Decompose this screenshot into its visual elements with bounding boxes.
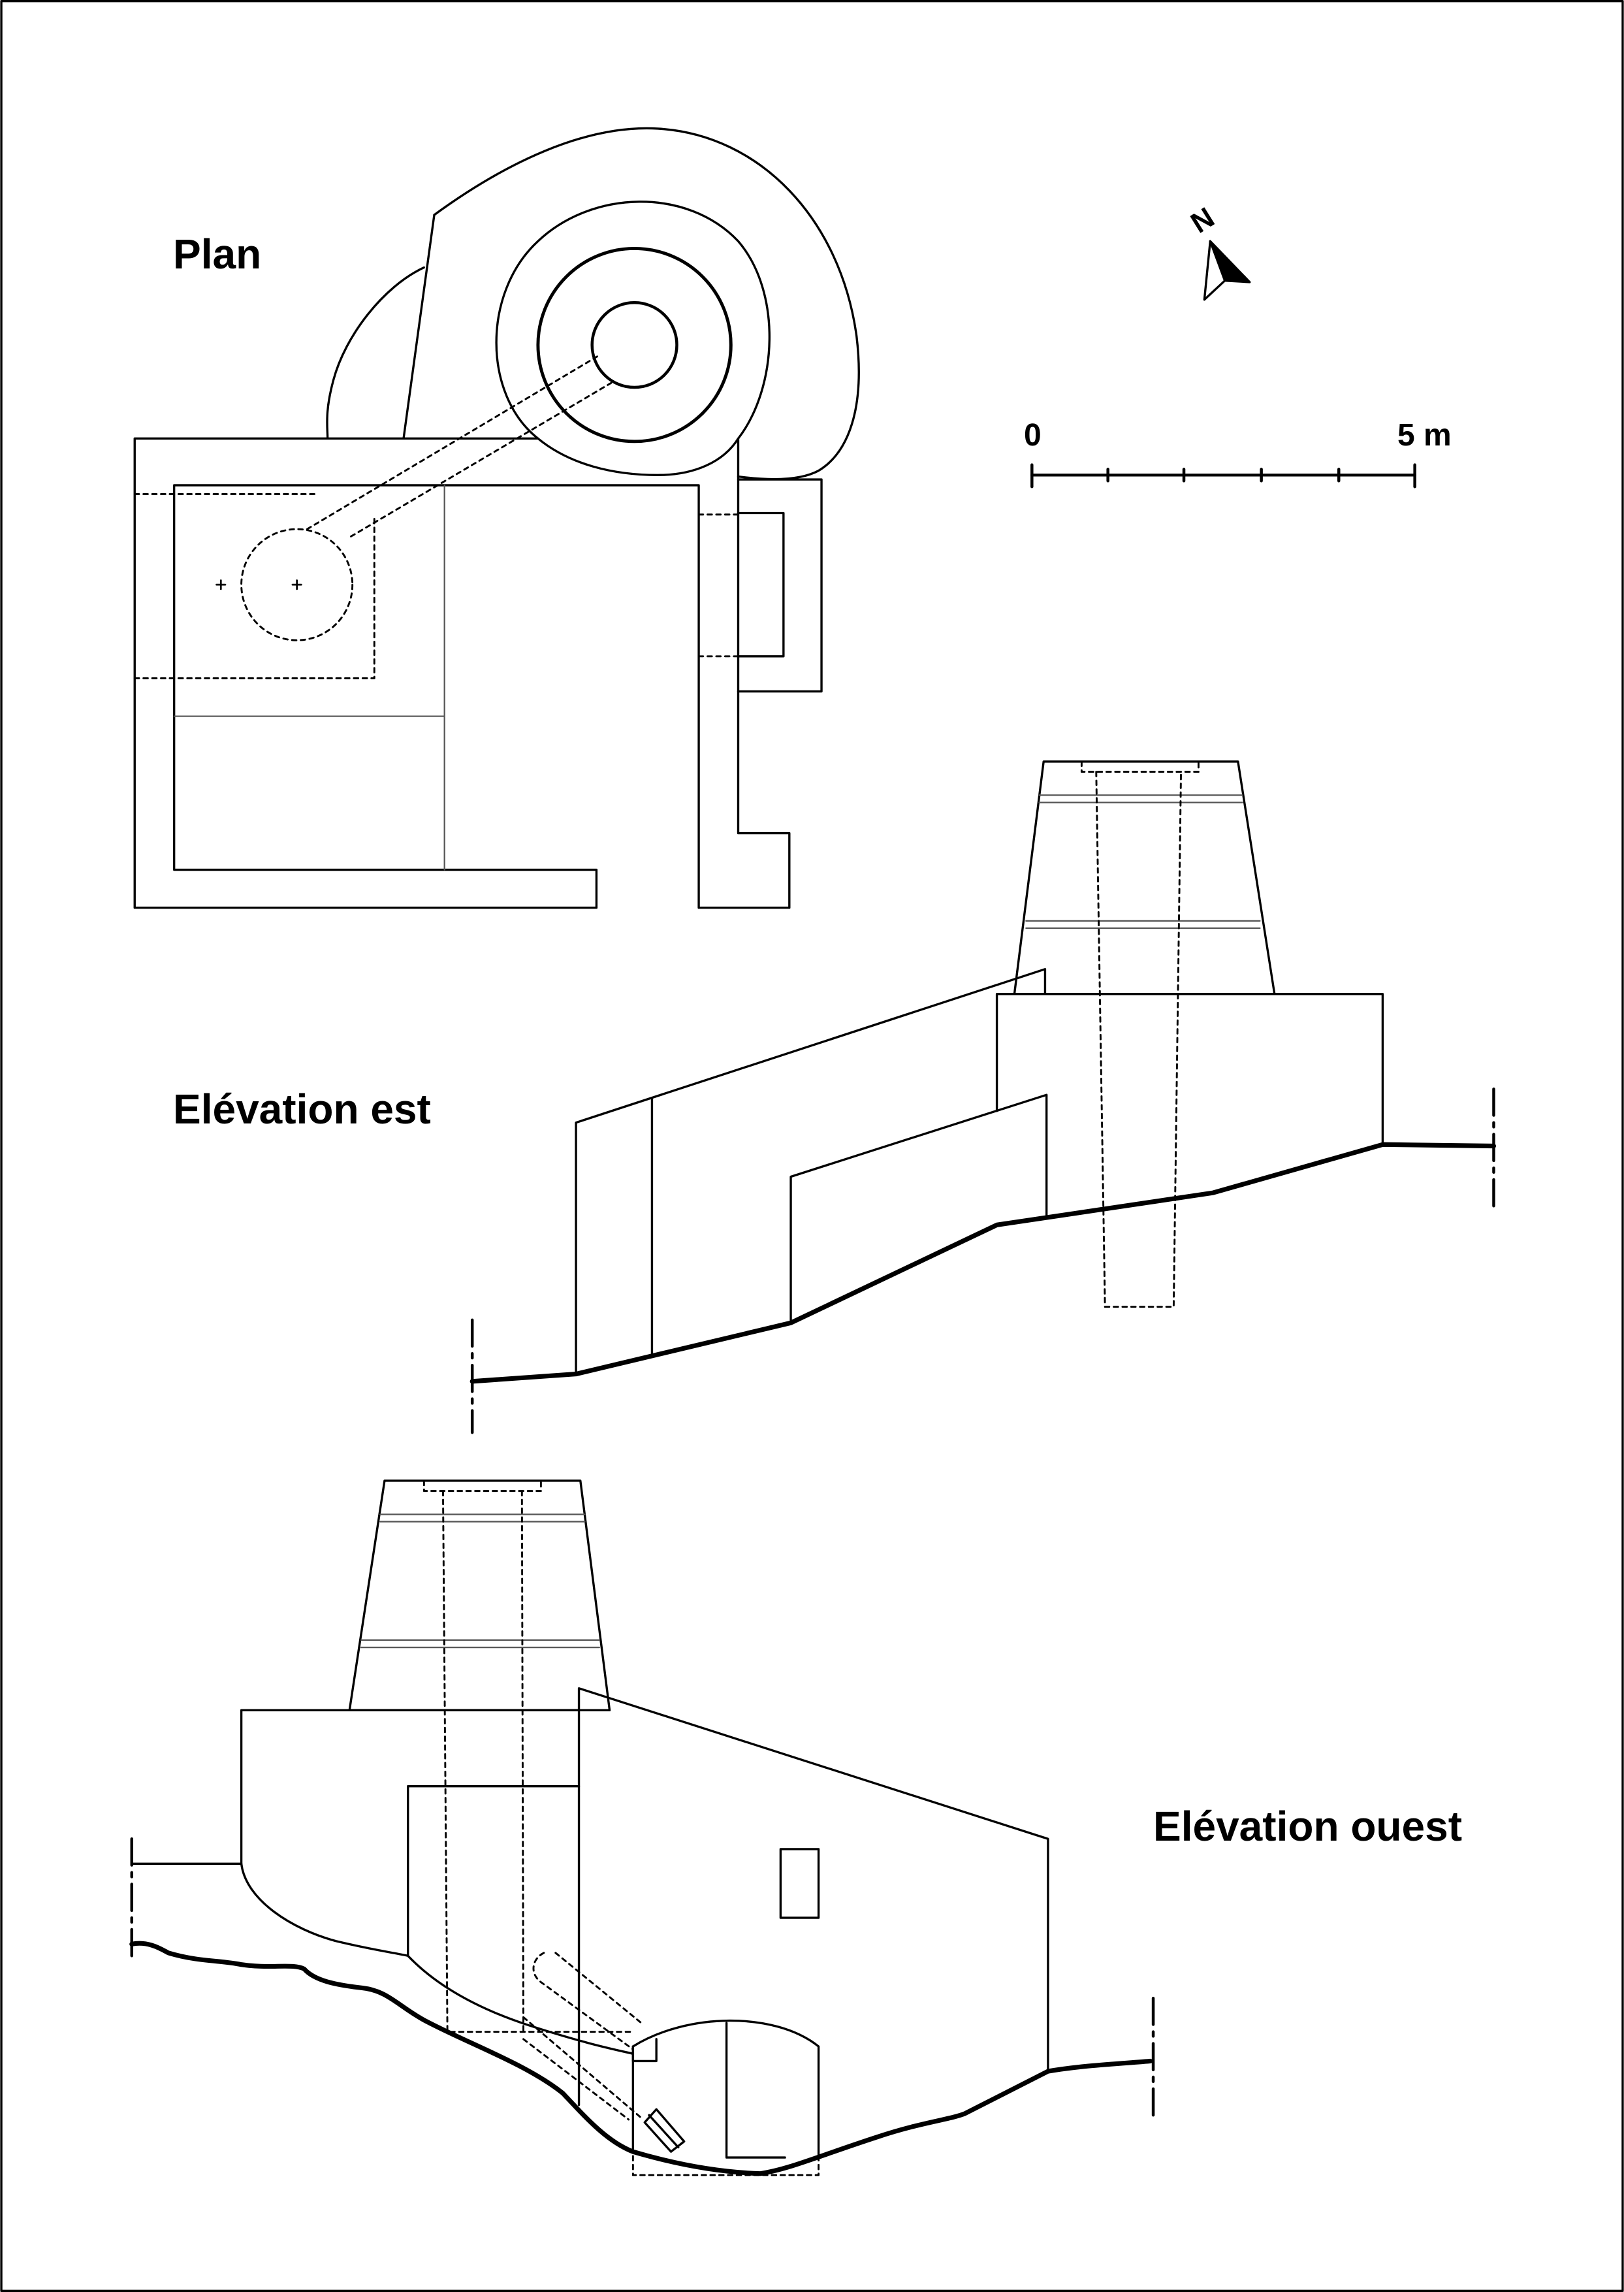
scale-bar-start-label: 0	[1024, 418, 1042, 453]
plan-tower-outer-outline	[402, 127, 860, 481]
west-hidden-lines	[422, 1479, 820, 2176]
elevation-east-view	[470, 760, 1497, 1434]
west-ground-line	[129, 1941, 1153, 2176]
east-tower-bands	[1025, 794, 1261, 929]
west-tower	[348, 1479, 611, 1712]
plan-center-marks	[215, 579, 302, 590]
north-arrow	[1203, 240, 1251, 301]
west-arched-door	[631, 2019, 820, 2159]
plan-hidden-lines	[133, 354, 739, 679]
plan-main-walls	[133, 437, 791, 909]
east-inner-wall	[789, 1093, 1048, 1324]
plan-title: Plan	[173, 231, 262, 278]
west-base-block	[240, 1709, 581, 1957]
plan-view	[133, 127, 860, 909]
plan-tower-ring-middle	[536, 246, 733, 444]
west-main-wall	[577, 1687, 1049, 2106]
elevation-west-title: Elévation ouest	[1153, 1803, 1462, 1850]
west-window	[779, 1848, 820, 1919]
elevation-west-view	[129, 1479, 1155, 2176]
plan-partitions	[173, 484, 445, 871]
plan-side-annex	[737, 478, 823, 693]
west-door-block	[631, 2038, 658, 2063]
east-ground-line	[470, 1142, 1497, 1384]
scale-bar	[1030, 463, 1416, 489]
plan-tower-ring-inner	[590, 301, 678, 389]
east-hidden-shaft	[1080, 760, 1200, 1308]
scale-bar-end-label: 5 m	[1397, 418, 1452, 453]
plan-tower-ring-outer	[495, 201, 771, 440]
east-long-wall	[575, 968, 1047, 1376]
elevation-east-title: Elévation est	[173, 1086, 431, 1133]
east-tower	[1013, 760, 1276, 995]
west-tower-bands	[360, 1513, 601, 1649]
east-base-block	[995, 993, 1384, 1146]
west-lower-curve	[407, 1954, 635, 2055]
north-arrow-light-half	[1203, 240, 1226, 301]
plan-tower-left-lobe	[326, 266, 426, 440]
west-small-mechanism	[643, 2108, 686, 2153]
